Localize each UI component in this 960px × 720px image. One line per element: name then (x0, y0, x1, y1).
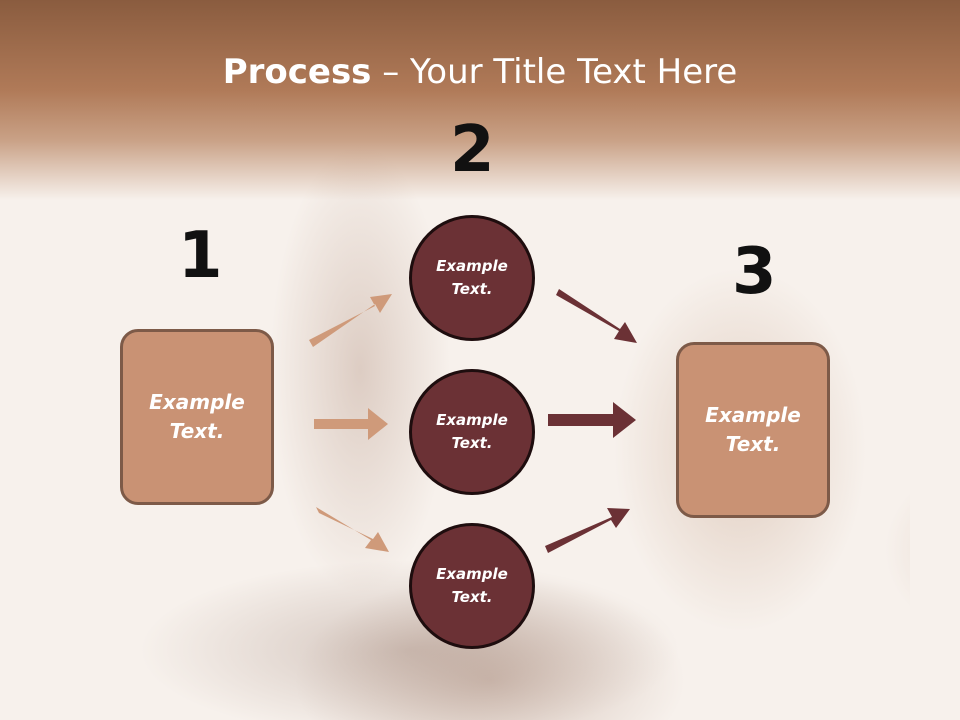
step-2-circle-middle[interactable]: Example Text. (409, 369, 535, 495)
background-photo-hair (60, 520, 760, 720)
arrow-1-to-2-bottom-icon (316, 507, 389, 552)
step-number-1: 1 (178, 219, 223, 293)
step-2-circle-bottom[interactable]: Example Text. (409, 523, 535, 649)
title-rest: – Your Title Text Here (371, 52, 738, 92)
arrow-2-middle-to-3-icon (548, 402, 636, 438)
arrow-group-light (309, 294, 392, 552)
step-3-box[interactable]: Example Text. (676, 342, 830, 518)
step-1-text: Example Text. (149, 390, 245, 443)
arrow-1-to-2-middle-icon (314, 408, 388, 440)
slide-title: Process – Your Title Text Here (0, 52, 960, 92)
arrow-1-to-2-top-icon (309, 294, 392, 347)
step-3-text: Example Text. (705, 403, 801, 456)
arrow-2-top-to-3-icon (556, 289, 637, 343)
step-2-text-top: Example Text. (436, 257, 508, 298)
title-bold: Process (222, 52, 372, 92)
step-number-3: 3 (732, 235, 777, 309)
step-1-box[interactable]: Example Text. (120, 329, 274, 505)
step-2-text-middle: Example Text. (436, 411, 508, 452)
arrow-group-dark (545, 289, 637, 553)
arrow-2-bottom-to-3-icon (545, 508, 630, 553)
step-number-2: 2 (450, 113, 495, 187)
step-2-circle-top[interactable]: Example Text. (409, 215, 535, 341)
step-2-text-bottom: Example Text. (436, 565, 508, 606)
